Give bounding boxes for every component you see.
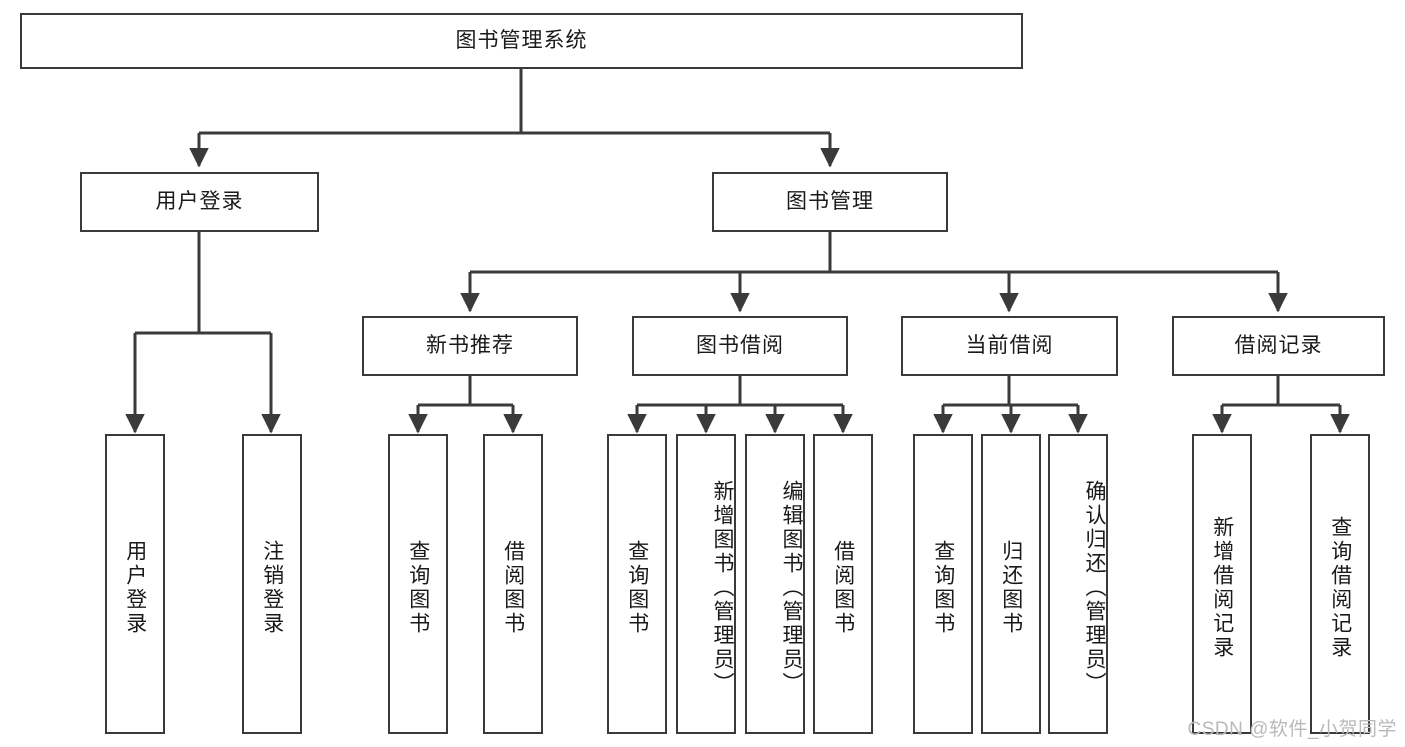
node-book-borrow-label: 图书借阅 [696,334,784,358]
node-root[interactable]: 图书管理系统 [20,13,1023,69]
node-book-management-label: 图书管理 [786,190,874,214]
node-new-book-recommend[interactable]: 新书推荐 [362,316,578,376]
node-current-borrow-label: 当前借阅 [965,334,1054,358]
leaf-edit-book-admin-label: 编辑图书（管理员） [780,480,803,696]
leaf-search-book-borrow[interactable]: 查询图书 [607,434,667,734]
leaf-add-book-admin[interactable]: 新增图书（管理员） [676,434,736,734]
leaf-add-borrow-record-label: 新增借阅记录 [1210,516,1234,660]
node-book-borrow[interactable]: 图书借阅 [632,316,848,376]
leaf-search-book-recommend[interactable]: 查询图书 [388,434,448,734]
leaf-query-borrow-record-label: 查询借阅记录 [1328,516,1352,660]
leaf-confirm-return-admin[interactable]: 确认归还（管理员） [1048,434,1108,734]
leaf-search-book-current-label: 查询图书 [931,540,955,636]
node-borrow-records[interactable]: 借阅记录 [1172,316,1385,376]
node-current-borrow[interactable]: 当前借阅 [901,316,1118,376]
node-user-login[interactable]: 用户登录 [80,172,319,232]
node-root-label: 图书管理系统 [455,29,588,53]
leaf-logout[interactable]: 注销登录 [242,434,302,734]
node-user-login-label: 用户登录 [155,190,244,214]
leaf-add-book-admin-label: 新增图书（管理员） [711,480,734,696]
node-new-book-recommend-label: 新书推荐 [426,334,514,358]
leaf-query-borrow-record[interactable]: 查询借阅记录 [1310,434,1370,734]
leaf-user-login-label: 用户登录 [123,540,147,636]
leaf-user-login[interactable]: 用户登录 [105,434,165,734]
node-borrow-records-label: 借阅记录 [1234,334,1323,358]
leaf-search-book-borrow-label: 查询图书 [625,540,649,636]
leaf-add-borrow-record[interactable]: 新增借阅记录 [1192,434,1252,734]
leaf-borrow-book-label: 借阅图书 [831,540,855,636]
leaf-edit-book-admin[interactable]: 编辑图书（管理员） [745,434,805,734]
leaf-return-book-label: 归还图书 [999,540,1023,636]
leaf-search-book-recommend-label: 查询图书 [406,540,430,636]
leaf-search-book-current[interactable]: 查询图书 [913,434,973,734]
leaf-borrow-book[interactable]: 借阅图书 [813,434,873,734]
leaf-borrow-book-recommend-label: 借阅图书 [501,540,525,636]
leaf-logout-label: 注销登录 [260,540,284,636]
leaf-confirm-return-admin-label: 确认归还（管理员） [1083,480,1106,696]
leaf-return-book[interactable]: 归还图书 [981,434,1041,734]
node-book-management[interactable]: 图书管理 [712,172,948,232]
leaf-borrow-book-recommend[interactable]: 借阅图书 [483,434,543,734]
